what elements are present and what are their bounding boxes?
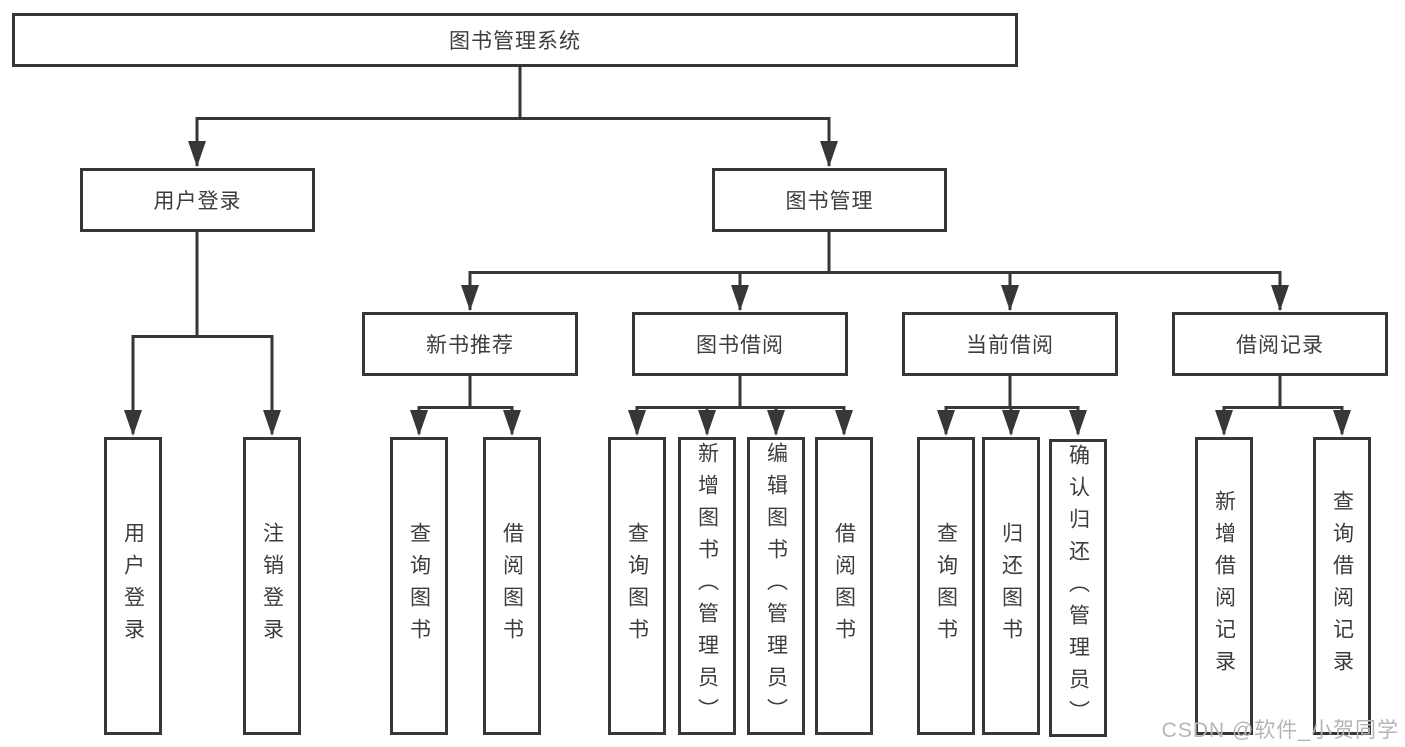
leaf-query-book-2-label: 查询图书	[625, 522, 649, 650]
leaf-borrow-book-2: 借阅图书	[815, 437, 873, 735]
node-current-borrow: 当前借阅	[902, 312, 1118, 376]
leaf-confirm-return-admin: 确认归还（管理员）	[1049, 439, 1107, 737]
leaf-add-borrow-record: 新增借阅记录	[1195, 437, 1253, 735]
leaf-query-book-3: 查询图书	[917, 437, 975, 735]
node-borrow-record: 借阅记录	[1172, 312, 1388, 376]
node-borrow-record-label: 借阅记录	[1236, 334, 1324, 357]
leaf-query-borrow-record: 查询借阅记录	[1313, 437, 1371, 735]
node-book-management-label: 图书管理	[785, 190, 874, 213]
leaf-return-book-label: 归还图书	[999, 522, 1023, 650]
leaf-confirm-return-admin-label: 确认归还（管理员）	[1066, 444, 1090, 732]
leaf-return-book: 归还图书	[982, 437, 1040, 735]
node-new-book-recommend-label: 新书推荐	[426, 334, 514, 357]
node-user-login-label: 用户登录	[153, 190, 242, 213]
node-current-borrow-label: 当前借阅	[966, 334, 1054, 357]
leaf-borrow-book-2-label: 借阅图书	[832, 522, 856, 650]
csdn-watermark: CSDN @软件_小贺同学	[1161, 719, 1399, 742]
node-book-management: 图书管理	[712, 168, 947, 232]
arrowheads	[124, 141, 1351, 436]
leaf-logout-login: 注销登录	[243, 437, 301, 735]
leaf-query-book-1-label: 查询图书	[407, 522, 431, 650]
leaf-borrow-book-1-label: 借阅图书	[500, 522, 524, 650]
leaf-query-book-1: 查询图书	[390, 437, 448, 735]
leaf-logout-login-label: 注销登录	[260, 522, 284, 650]
node-book-borrow-label: 图书借阅	[696, 334, 784, 357]
node-book-borrow: 图书借阅	[632, 312, 848, 376]
node-new-book-recommend: 新书推荐	[362, 312, 578, 376]
leaf-query-borrow-record-label: 查询借阅记录	[1330, 490, 1354, 682]
leaf-query-book-2: 查询图书	[608, 437, 666, 735]
node-root: 图书管理系统	[12, 13, 1018, 67]
node-user-login: 用户登录	[80, 168, 315, 232]
leaf-edit-book-admin: 编辑图书（管理员）	[747, 437, 805, 735]
leaf-edit-book-admin-label: 编辑图书（管理员）	[764, 442, 788, 730]
leaf-add-book-admin: 新增图书（管理员）	[678, 437, 736, 735]
leaf-user-login-label: 用户登录	[121, 522, 145, 650]
leaf-add-borrow-record-label: 新增借阅记录	[1212, 490, 1236, 682]
leaf-user-login: 用户登录	[104, 437, 162, 735]
leaf-query-book-3-label: 查询图书	[934, 522, 958, 650]
leaf-add-book-admin-label: 新增图书（管理员）	[695, 442, 719, 730]
leaf-borrow-book-1: 借阅图书	[483, 437, 541, 735]
node-root-label: 图书管理系统	[449, 30, 581, 53]
